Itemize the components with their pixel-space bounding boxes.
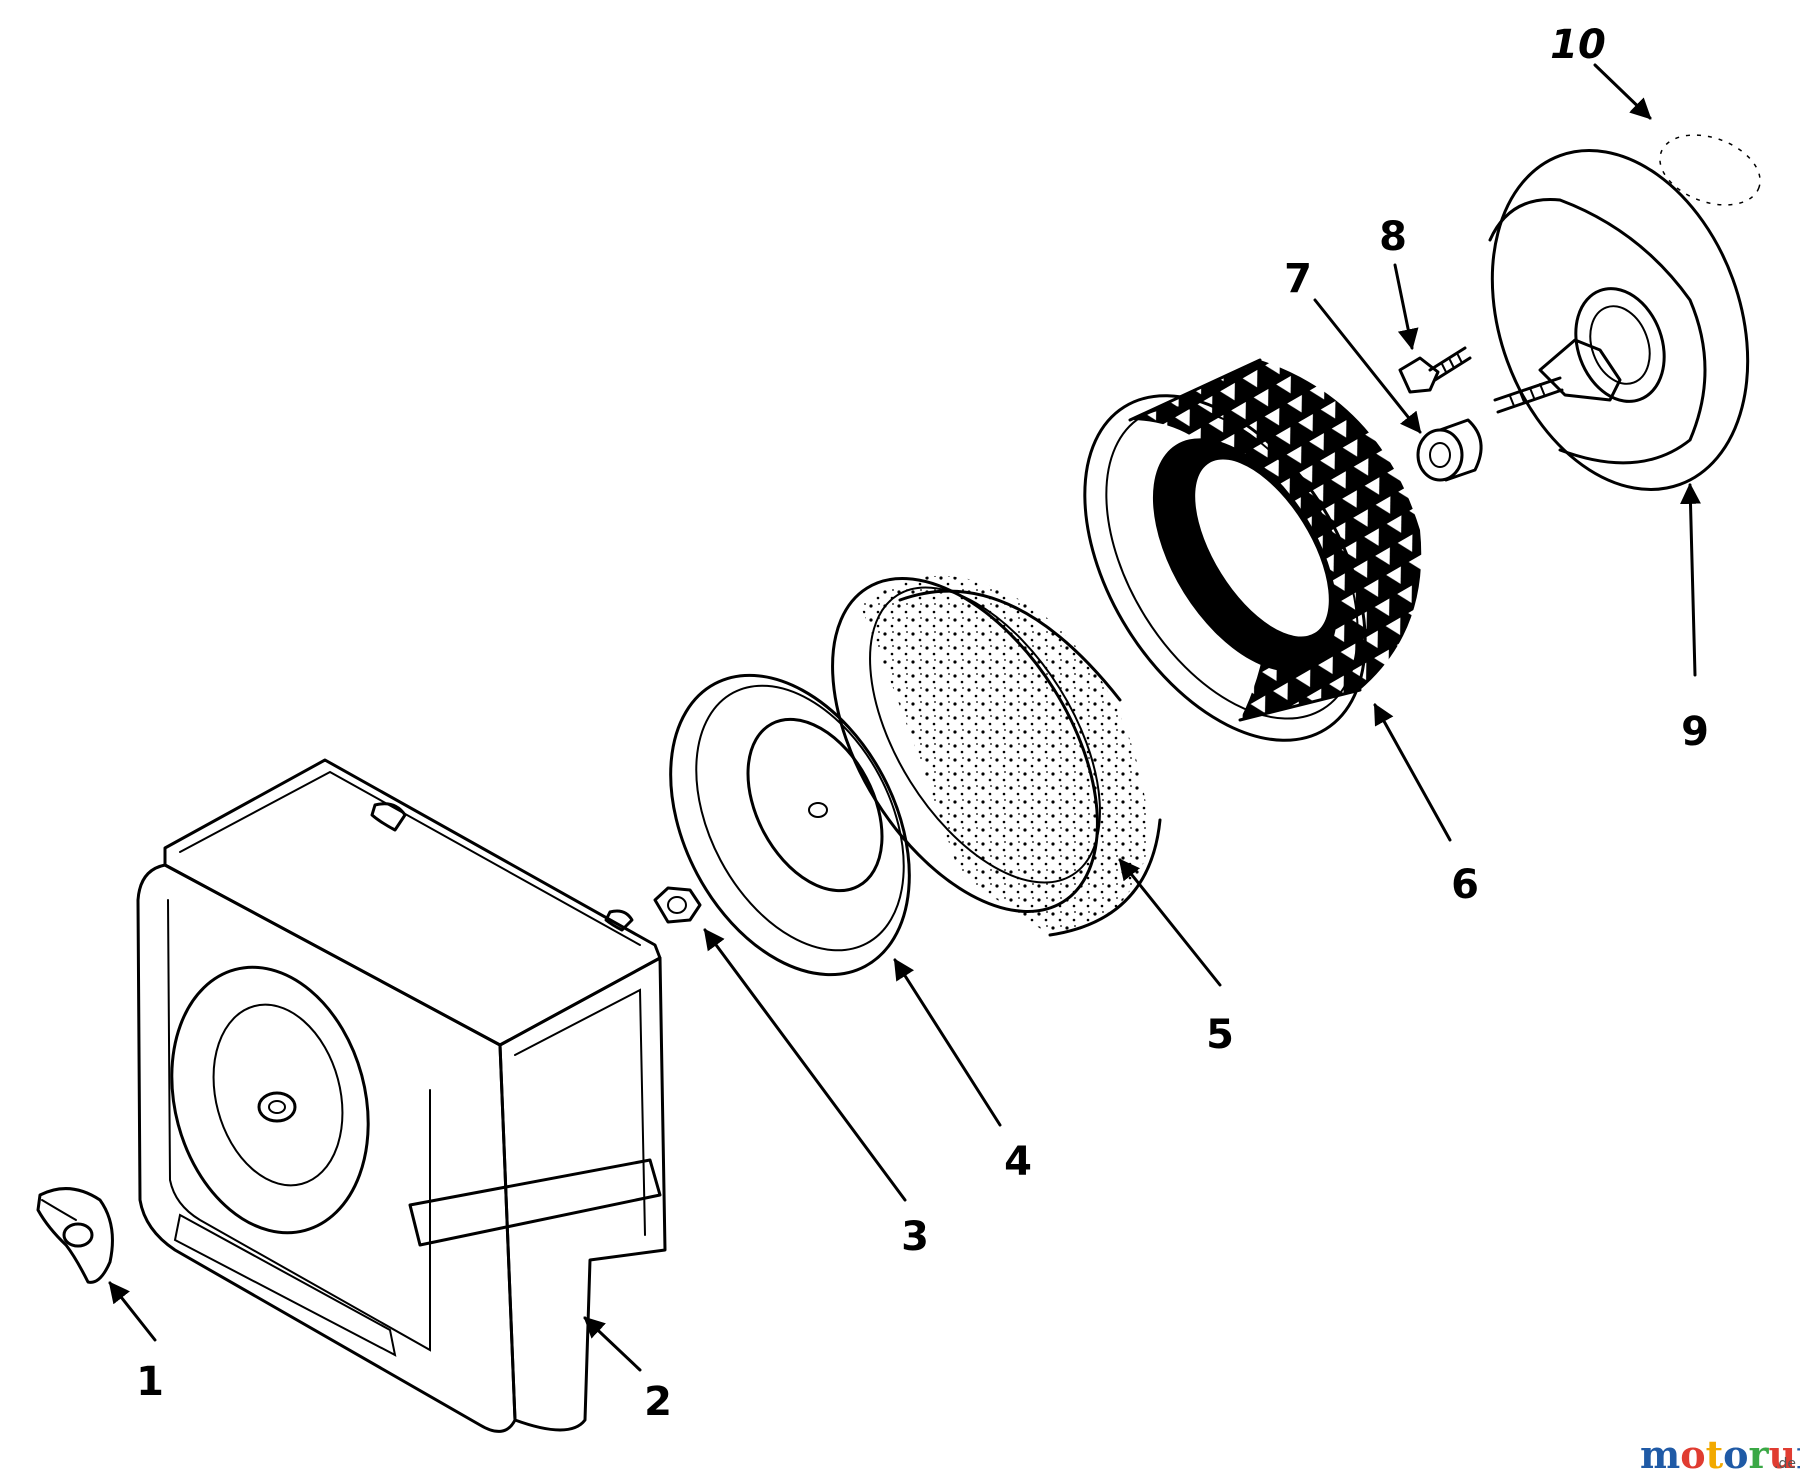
callout-4: 4 <box>1004 1139 1032 1185</box>
part-7-spacer <box>1416 418 1483 482</box>
callout-1: 1 <box>136 1359 164 1405</box>
part-1-wing-nut <box>36 1187 114 1284</box>
callout-labels: 1 2 3 4 5 6 7 8 9 10 <box>136 22 1709 1425</box>
callout-10: 10 <box>1550 22 1606 68</box>
callout-3: 3 <box>901 1214 929 1260</box>
part-5-foam-precleaner <box>831 575 1162 937</box>
part-6-filter-element <box>1083 358 1422 742</box>
callout-9: 9 <box>1681 709 1709 755</box>
leader-lines <box>108 63 1701 1372</box>
svg-text:motoruf: motoruf <box>1640 1432 1800 1477</box>
callout-2: 2 <box>644 1379 672 1425</box>
part-3-nut <box>653 886 702 924</box>
callout-6: 6 <box>1451 862 1479 908</box>
part-4-plate <box>669 673 911 977</box>
svg-text:.de: .de <box>1774 1456 1796 1472</box>
part-2-cover <box>136 758 667 1433</box>
callout-5: 5 <box>1206 1012 1234 1058</box>
watermark-logo: motoruf .de <box>1640 1432 1800 1477</box>
part-9-base <box>1488 149 1750 491</box>
part-8-screw <box>1398 346 1472 394</box>
callout-7: 7 <box>1284 256 1312 302</box>
callout-8: 8 <box>1379 214 1407 260</box>
part-10-gasket <box>1659 134 1761 206</box>
